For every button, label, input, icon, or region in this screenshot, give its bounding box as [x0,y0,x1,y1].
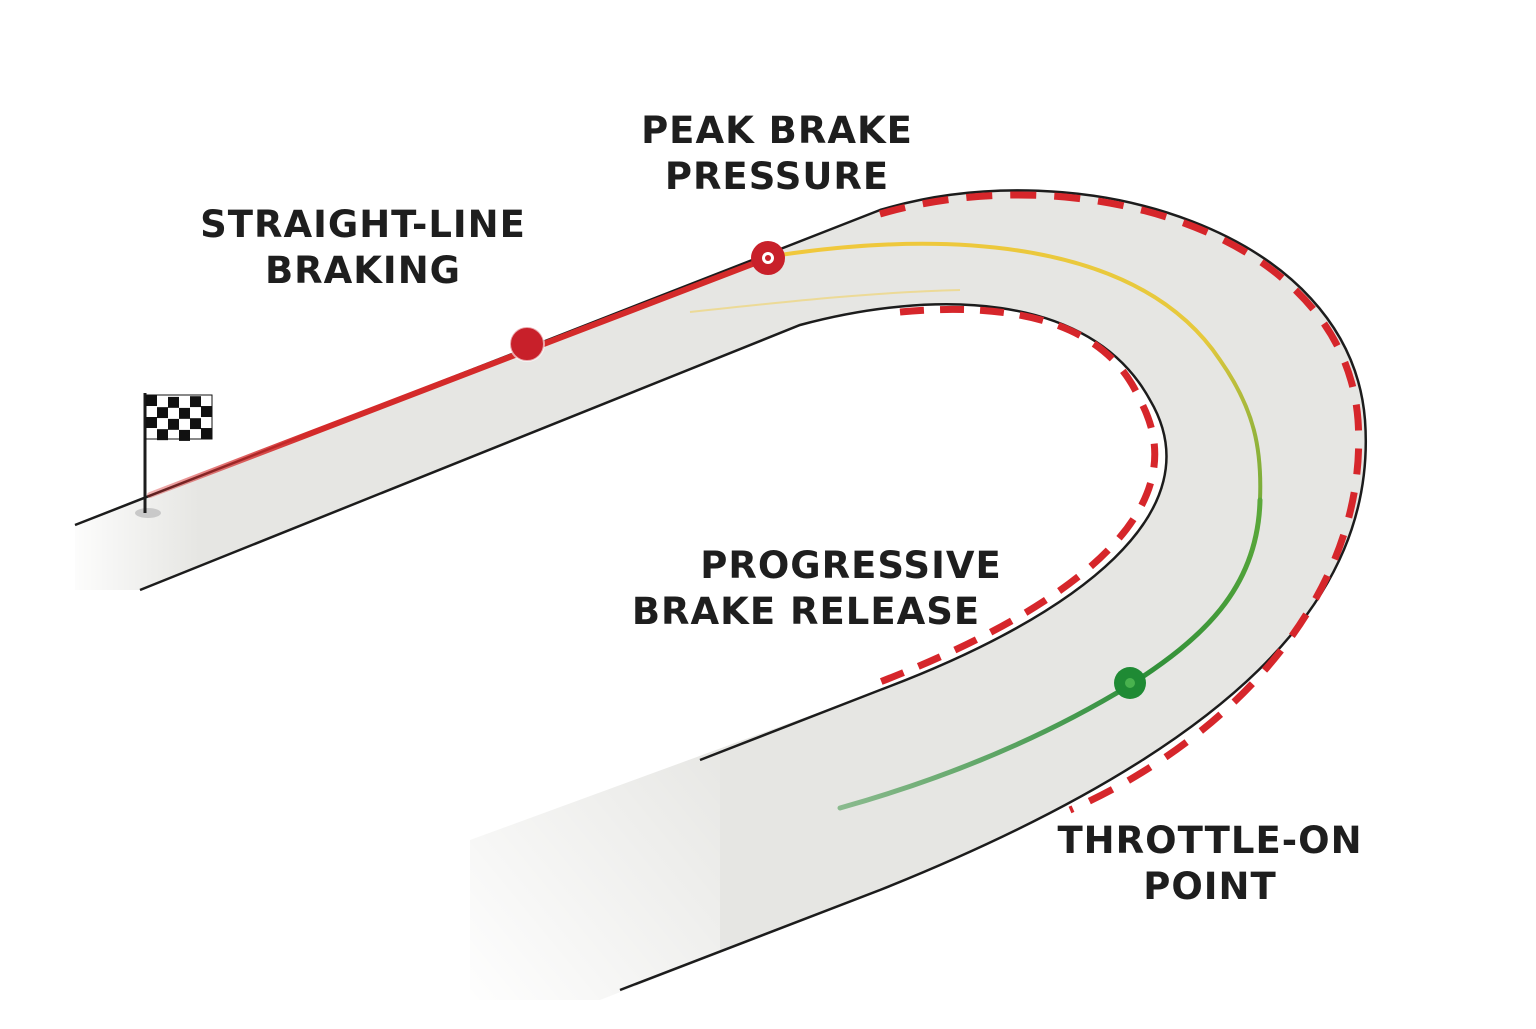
braking-line [147,255,771,498]
flag-square [201,428,212,440]
progressive-brake-release-label-line2: BRAKE RELEASE [631,590,981,633]
peak-brake-pressure-label-line1: PEAK BRAKE [641,109,913,152]
throttle-on-point-label-line1: THROTTLE-ON [1057,819,1363,862]
flag-square [146,406,157,417]
flag-outline [145,394,213,440]
flag-square [157,429,168,441]
flag-square [146,395,157,406]
release-line [778,241,1263,502]
flag-square [190,407,201,419]
flag-square [201,417,212,429]
throttle-on-point-label-line2: POINT [1143,865,1277,908]
checkered-flag-icon [135,393,213,518]
flag-square [168,429,179,441]
straight-line-braking-label: STRAIGHT-LINE BRAKING [190,202,536,294]
flag-square [201,406,212,418]
throttle-on-marker [1114,667,1146,699]
peak-brake-pressure-label: PEAK BRAKE PRESSURE [610,108,944,200]
flag-square [168,407,179,419]
straight-line-braking-label-line2: BRAKING [264,249,462,292]
flag-square [190,396,201,408]
inner-kerb [878,305,1159,686]
progressive-brake-release-label-line1: PROGRESSIVE [700,544,1002,587]
track-surface [75,190,1366,1000]
flag-square [179,396,190,408]
flag-square [190,429,201,441]
flag-square [157,418,168,430]
throttle-on-point-label: THROTTLE-ON POINT [1040,818,1380,910]
release-line-ghost [689,289,961,313]
brake-point-marker [509,326,545,362]
flag-square [146,428,157,439]
outer-kerb [879,191,1363,814]
track-outer-edge [74,189,1368,992]
flag-square [157,407,168,419]
flag-square [157,396,168,408]
progressive-brake-release-label: PROGRESSIVE BRAKE RELEASE [600,543,1012,635]
flag-square [179,418,190,430]
flag-square [168,396,179,408]
flag-square [179,407,190,419]
peak-brake-marker [751,241,785,275]
track-inner-edge [139,303,1168,762]
flag-square [179,429,190,441]
flag-square [168,418,179,430]
flag-square [201,395,212,407]
flag-square [146,417,157,428]
straight-line-braking-label-line1: STRAIGHT-LINE [200,203,526,246]
peak-brake-pressure-label-line2: PRESSURE [664,155,890,198]
flag-square [190,418,201,430]
track-fade-bottom [470,720,720,1024]
